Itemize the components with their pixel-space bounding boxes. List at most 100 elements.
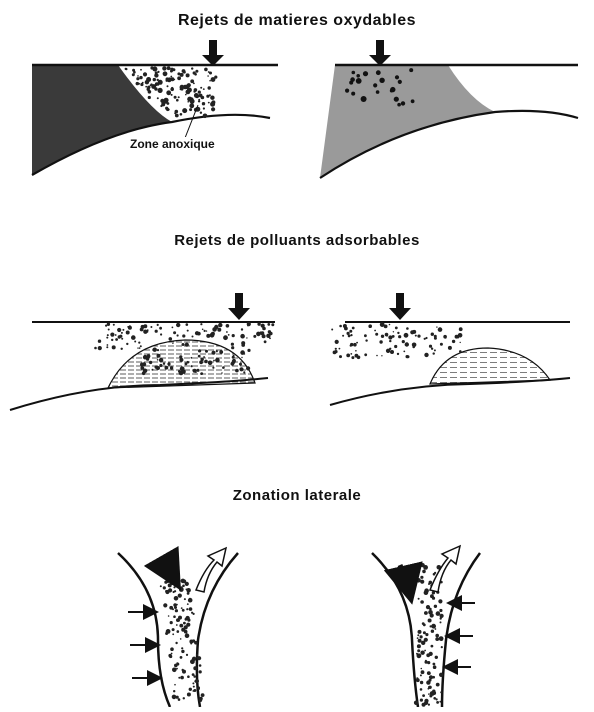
stipple-dot bbox=[349, 330, 352, 333]
stipple-dot bbox=[424, 701, 428, 705]
stipple-dot bbox=[192, 336, 194, 338]
stipple-dot bbox=[334, 350, 337, 353]
stipple-dot bbox=[148, 96, 151, 99]
stipple-dot bbox=[164, 99, 168, 103]
stipple-dot bbox=[231, 343, 234, 346]
stipple-dot bbox=[356, 342, 358, 344]
stipple-dot bbox=[436, 611, 441, 616]
stipple-dot bbox=[200, 112, 202, 114]
stipple-dot bbox=[222, 366, 225, 369]
stipple-dot bbox=[137, 347, 138, 348]
stipple-dot bbox=[143, 330, 147, 334]
stipple-dot bbox=[180, 73, 184, 77]
stipple-dot bbox=[356, 78, 362, 84]
stipple-dot bbox=[209, 80, 211, 82]
stipple-dot bbox=[176, 624, 178, 626]
stipple-dot bbox=[424, 590, 429, 595]
stipple-dot bbox=[434, 335, 437, 338]
stipple-dot bbox=[411, 99, 415, 103]
stipple-dot bbox=[458, 334, 460, 336]
stipple-dot bbox=[140, 69, 142, 71]
stipple-dot bbox=[186, 323, 189, 326]
stipple-dot bbox=[376, 355, 378, 357]
stipple-dot bbox=[182, 334, 185, 337]
stipple-dot bbox=[373, 83, 377, 87]
stipple-dot bbox=[339, 355, 342, 358]
stipple-dot bbox=[189, 598, 191, 600]
stipple-dot bbox=[191, 357, 193, 359]
stipple-dot bbox=[178, 677, 180, 679]
stipple-dot bbox=[350, 353, 352, 355]
adsorbed-dots-right bbox=[331, 322, 462, 359]
stipple-dot bbox=[179, 358, 183, 362]
stipple-dot bbox=[339, 348, 341, 350]
stipple-dot bbox=[406, 355, 409, 358]
stipple-dot bbox=[182, 108, 187, 113]
stipple-dot bbox=[166, 629, 171, 634]
arrow-down-icon bbox=[389, 293, 411, 320]
stipple-dot bbox=[189, 640, 193, 644]
stipple-dot bbox=[166, 90, 171, 95]
stipple-dot bbox=[181, 647, 183, 649]
stipple-dot bbox=[394, 97, 399, 102]
stipple-dot bbox=[126, 343, 128, 345]
stipple-dot bbox=[390, 350, 394, 354]
stipple-dot bbox=[434, 349, 436, 351]
stipple-dot bbox=[168, 588, 172, 592]
stipple-dot bbox=[452, 340, 455, 343]
stipple-dot bbox=[195, 679, 199, 683]
stipple-dot bbox=[184, 598, 186, 600]
stipple-dot bbox=[429, 345, 432, 348]
stipple-dot bbox=[187, 619, 190, 622]
stipple-dot bbox=[205, 350, 208, 353]
stipple-dot bbox=[247, 322, 251, 326]
stipple-dot bbox=[178, 585, 181, 588]
stipple-dot bbox=[171, 653, 173, 655]
stipple-dot bbox=[174, 684, 176, 686]
stipple-dot bbox=[163, 603, 167, 607]
stipple-dot bbox=[433, 665, 437, 669]
stipple-dot bbox=[192, 657, 196, 661]
stipple-dot bbox=[202, 329, 204, 331]
stipple-dot bbox=[384, 325, 388, 329]
stipple-dot bbox=[347, 332, 350, 335]
stipple-dot bbox=[173, 690, 175, 692]
stipple-dot bbox=[167, 85, 169, 87]
stipple-dot bbox=[185, 343, 189, 347]
stipple-dot bbox=[240, 350, 245, 355]
stipple-dot bbox=[150, 326, 152, 328]
stipple-dot bbox=[180, 676, 184, 680]
stipple-dot bbox=[167, 78, 171, 82]
stipple-dot bbox=[438, 327, 443, 332]
stipple-dot bbox=[429, 695, 432, 698]
stipple-dot bbox=[436, 701, 439, 704]
stipple-dot bbox=[179, 587, 184, 592]
stipple-dot bbox=[335, 348, 337, 350]
stipple-dot bbox=[433, 663, 436, 666]
stipple-dot bbox=[189, 103, 194, 108]
stipple-dot bbox=[113, 324, 115, 326]
stipple-dot bbox=[193, 71, 196, 74]
channel-wall-right bbox=[442, 553, 480, 707]
stipple-dot bbox=[199, 670, 202, 673]
stipple-dot bbox=[421, 641, 425, 645]
arrow-down-icon bbox=[228, 293, 250, 320]
stipple-dot bbox=[441, 646, 443, 648]
stipple-dot bbox=[415, 335, 417, 337]
stipple-dot bbox=[177, 76, 181, 80]
stipple-dot bbox=[143, 369, 148, 374]
stipple-dot bbox=[169, 655, 172, 658]
stipple-dot bbox=[381, 335, 384, 338]
stipple-dot bbox=[439, 673, 443, 677]
stipple-dot bbox=[421, 670, 425, 674]
stipple-dot bbox=[215, 358, 220, 363]
stipple-dot bbox=[390, 89, 393, 92]
stipple-dot bbox=[187, 91, 189, 93]
stipple-dot bbox=[192, 682, 194, 684]
stipple-dot bbox=[195, 94, 199, 98]
stipple-dot bbox=[187, 101, 189, 103]
stipple-dot bbox=[335, 340, 339, 344]
stipple-dot bbox=[185, 94, 187, 96]
stipple-dot bbox=[204, 68, 208, 72]
